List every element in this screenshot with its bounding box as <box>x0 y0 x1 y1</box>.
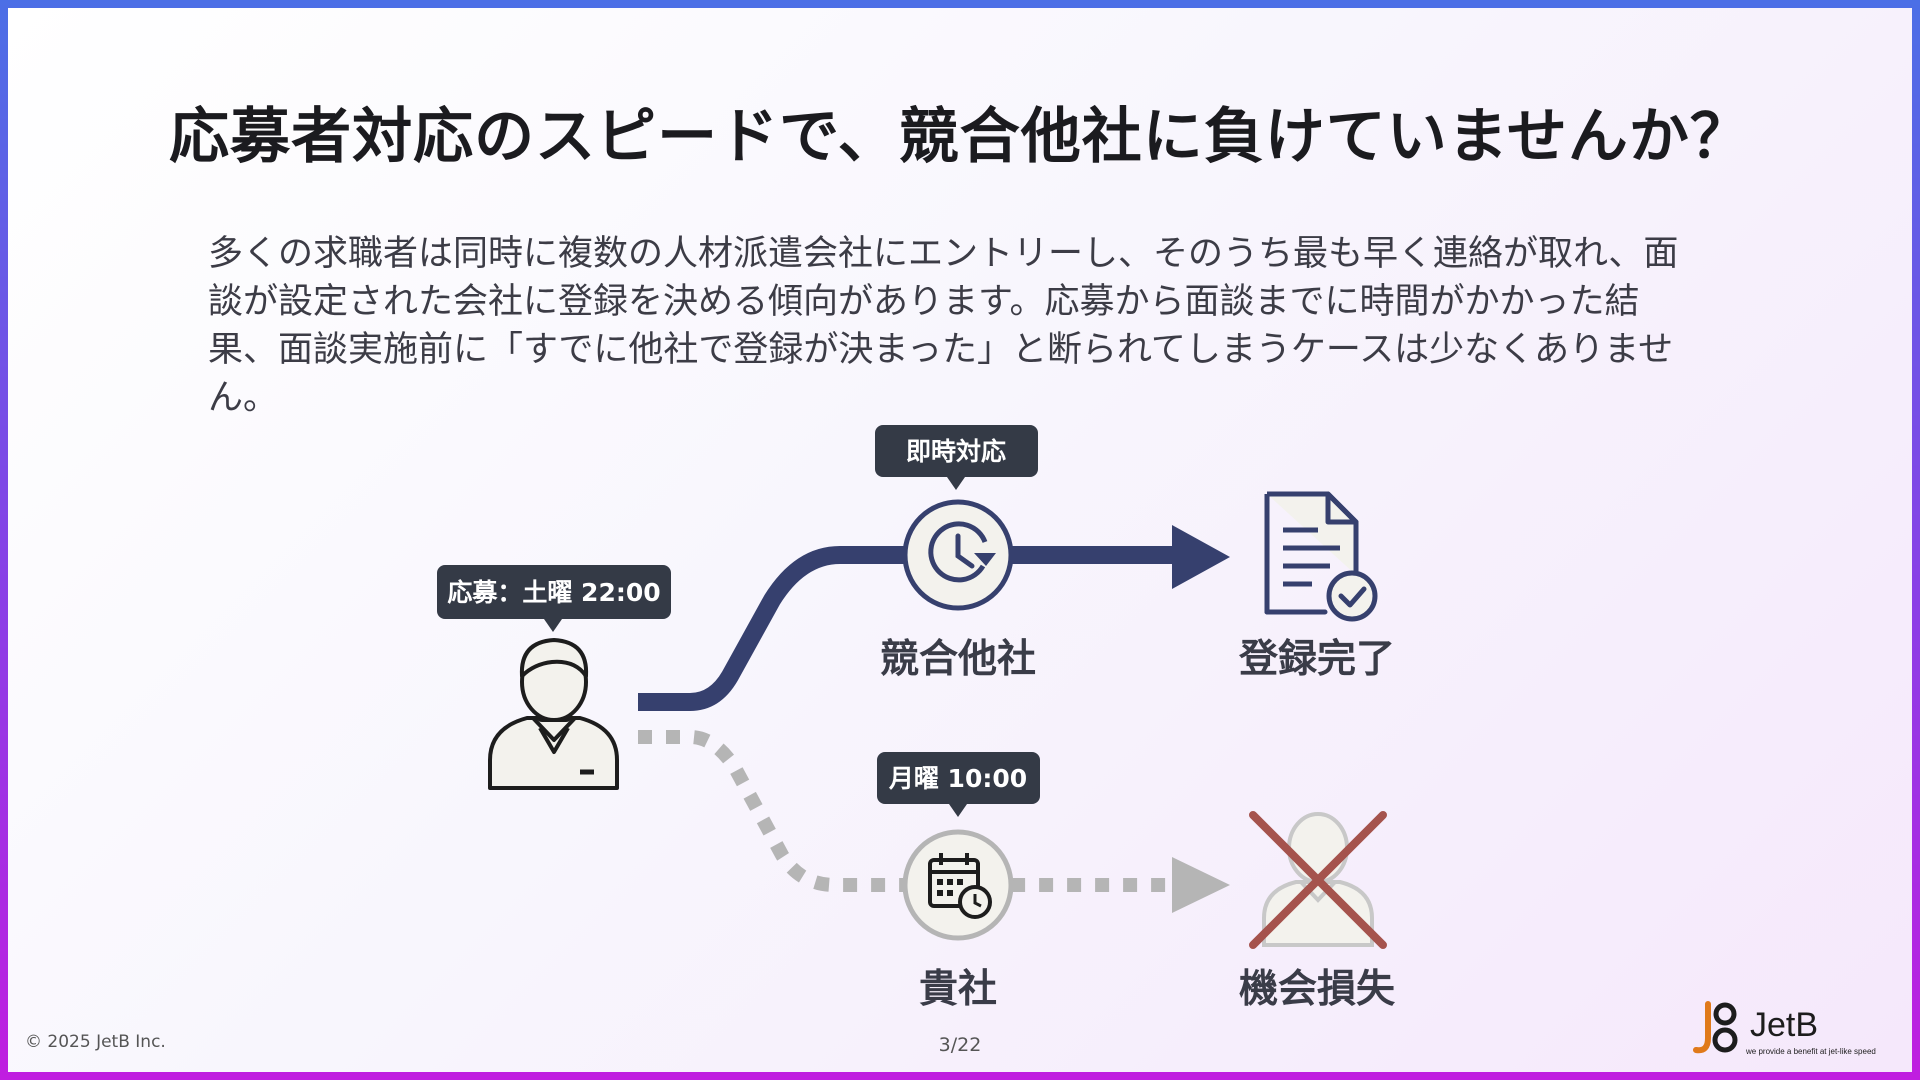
body-line: 談が設定された会社に登録を決める傾向があります。応募から面談までに時間がかかった… <box>208 282 1640 322</box>
top-timing-bubble: 即時対応 <box>875 425 1038 490</box>
bottom-result-label: 機会損失 <box>1239 967 1396 1012</box>
bottom-node-label: 貴社 <box>919 967 997 1012</box>
cross-icon <box>1249 811 1387 949</box>
top-result-label: 登録完了 <box>1238 637 1395 682</box>
logo-tagline: we provide a benefit at jet-like speed <box>1745 1047 1876 1056</box>
jetb-logo: JetB we provide a benefit at jet-like sp… <box>1693 1001 1876 1056</box>
bottom-timing-text: 月曜 10:00 <box>888 764 1027 793</box>
fast-path-line <box>638 546 1180 711</box>
body-line: ん。 <box>208 378 279 418</box>
bottom-timing-bubble: 月曜 10:00 <box>877 752 1040 817</box>
copyright-text: © 2025 JetB Inc. <box>25 1032 166 1052</box>
top-timing-text: 即時対応 <box>906 437 1006 466</box>
calendar-clock-icon <box>902 829 1014 941</box>
slow-path-arrowhead <box>1172 857 1230 913</box>
document-check-icon <box>1264 491 1378 622</box>
applicant-time-bubble: 応募：土曜 22:00 <box>437 565 671 632</box>
page-number: 3/22 <box>938 1034 982 1056</box>
clock-icon <box>902 499 1014 611</box>
top-node-label: 競合他社 <box>880 637 1036 682</box>
applicant-time-text: 応募：土曜 22:00 <box>447 578 660 607</box>
applicant-person-icon <box>488 638 619 790</box>
slide-body-text: 多くの求職者は同時に複数の人材派遣会社にエントリーし、そのうち最も早く連絡が取れ… <box>208 230 1698 422</box>
body-line: 果、面談実施前に「すでに他社で登録が決まった」と断られてしまうケースは少なくあり… <box>208 330 1674 370</box>
slow-path-line <box>638 730 1180 892</box>
svg-text:JetB: JetB <box>1750 1006 1818 1044</box>
slide-title: 応募者対応のスピードで、競合他社に負けていませんか？ <box>169 102 1751 172</box>
body-line: 多くの求職者は同時に複数の人材派遣会社にエントリーし、そのうち最も早く連絡が取れ… <box>208 234 1679 274</box>
fast-path-arrowhead <box>1172 525 1230 589</box>
